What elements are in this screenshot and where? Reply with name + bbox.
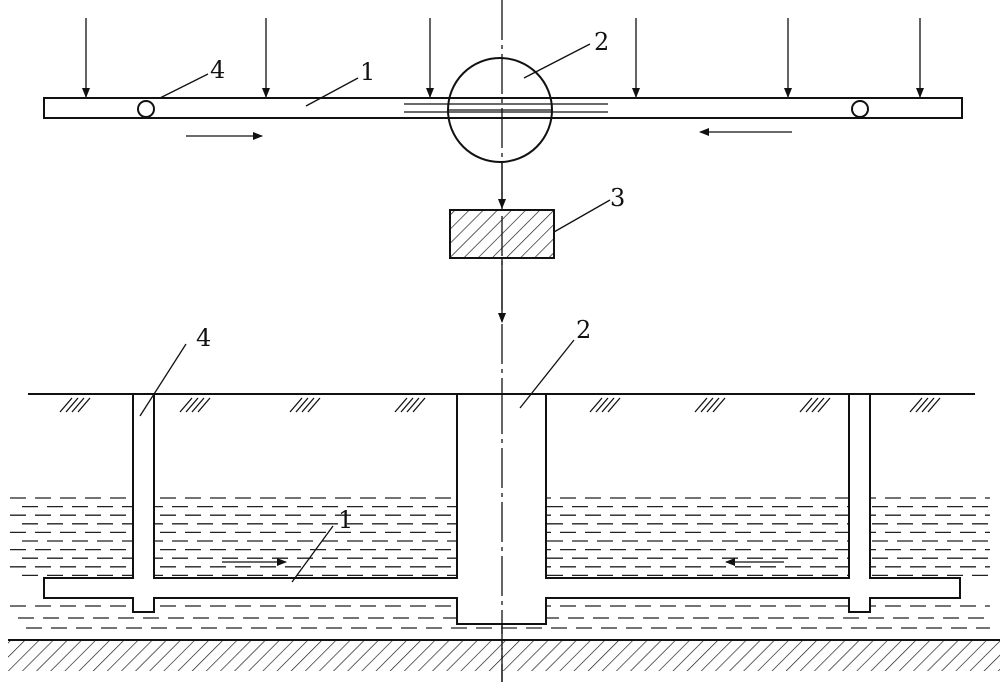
leader-line (159, 73, 209, 99)
leader-line (305, 77, 359, 107)
label-shaft: 2 (594, 28, 609, 56)
section-view: 4 2 1 (8, 316, 1000, 682)
ground-hatch-mark (65, 397, 79, 413)
ground-hatch-mark (595, 397, 609, 413)
ground-hatch-mark (607, 397, 621, 413)
ground-hatch-mark (712, 397, 726, 413)
ground-hatch-mark (817, 397, 831, 413)
leader-line (291, 525, 334, 583)
ground-hatch-mark (394, 397, 408, 413)
ground-hatch-mark (811, 397, 825, 413)
ground-hatch-mark (921, 397, 935, 413)
ground-hatch-mark (412, 397, 426, 413)
ground-hatch-mark (406, 397, 420, 413)
ground-hatch-mark (589, 397, 603, 413)
ground-hatch-mark (706, 397, 720, 413)
treatment-unit (449, 209, 555, 259)
ground-hatch-mark (909, 397, 923, 413)
ground-hatch-mark (295, 397, 309, 413)
label-shaft-section: 2 (576, 316, 591, 344)
ground-hatch-mark (197, 397, 211, 413)
collector-pipe-plan (43, 97, 963, 119)
ground-hatch-mark (601, 397, 615, 413)
ground-hatch-mark (307, 397, 321, 413)
ground-hatch-mark (289, 397, 303, 413)
leader-line (519, 339, 575, 409)
ground-hatch-mark (400, 397, 414, 413)
label-collector-pipe-section: 1 (338, 506, 353, 534)
ground-hatch-mark (805, 397, 819, 413)
ground-hatch-mark (700, 397, 714, 413)
ground-hatch-mark (179, 397, 193, 413)
ground-hatch-mark (694, 397, 708, 413)
label-well-section: 4 (196, 324, 211, 352)
ground-hatch-mark (185, 397, 199, 413)
ground-surface-marks (59, 397, 941, 413)
well-plan-left (137, 100, 155, 118)
label-well: 4 (210, 56, 225, 84)
ground-hatch-mark (915, 397, 929, 413)
ground-hatch-mark (71, 397, 85, 413)
ground-hatch-mark (191, 397, 205, 413)
ground-hatch-mark (927, 397, 941, 413)
inflow-arrows (82, 18, 924, 98)
label-treatment: 3 (610, 184, 625, 212)
plan-view: 4 1 2 3 (43, 18, 963, 323)
leader-line (139, 343, 187, 417)
ground-hatch-mark (799, 397, 813, 413)
leader-line (553, 199, 611, 233)
ground-hatch-mark (59, 397, 73, 413)
ground-hatch-mark (77, 397, 91, 413)
label-collector-pipe: 1 (360, 58, 375, 86)
well-plan-right (851, 100, 869, 118)
impermeable-layer (8, 641, 1000, 671)
leader-line (523, 43, 591, 79)
ground-hatch-mark (301, 397, 315, 413)
